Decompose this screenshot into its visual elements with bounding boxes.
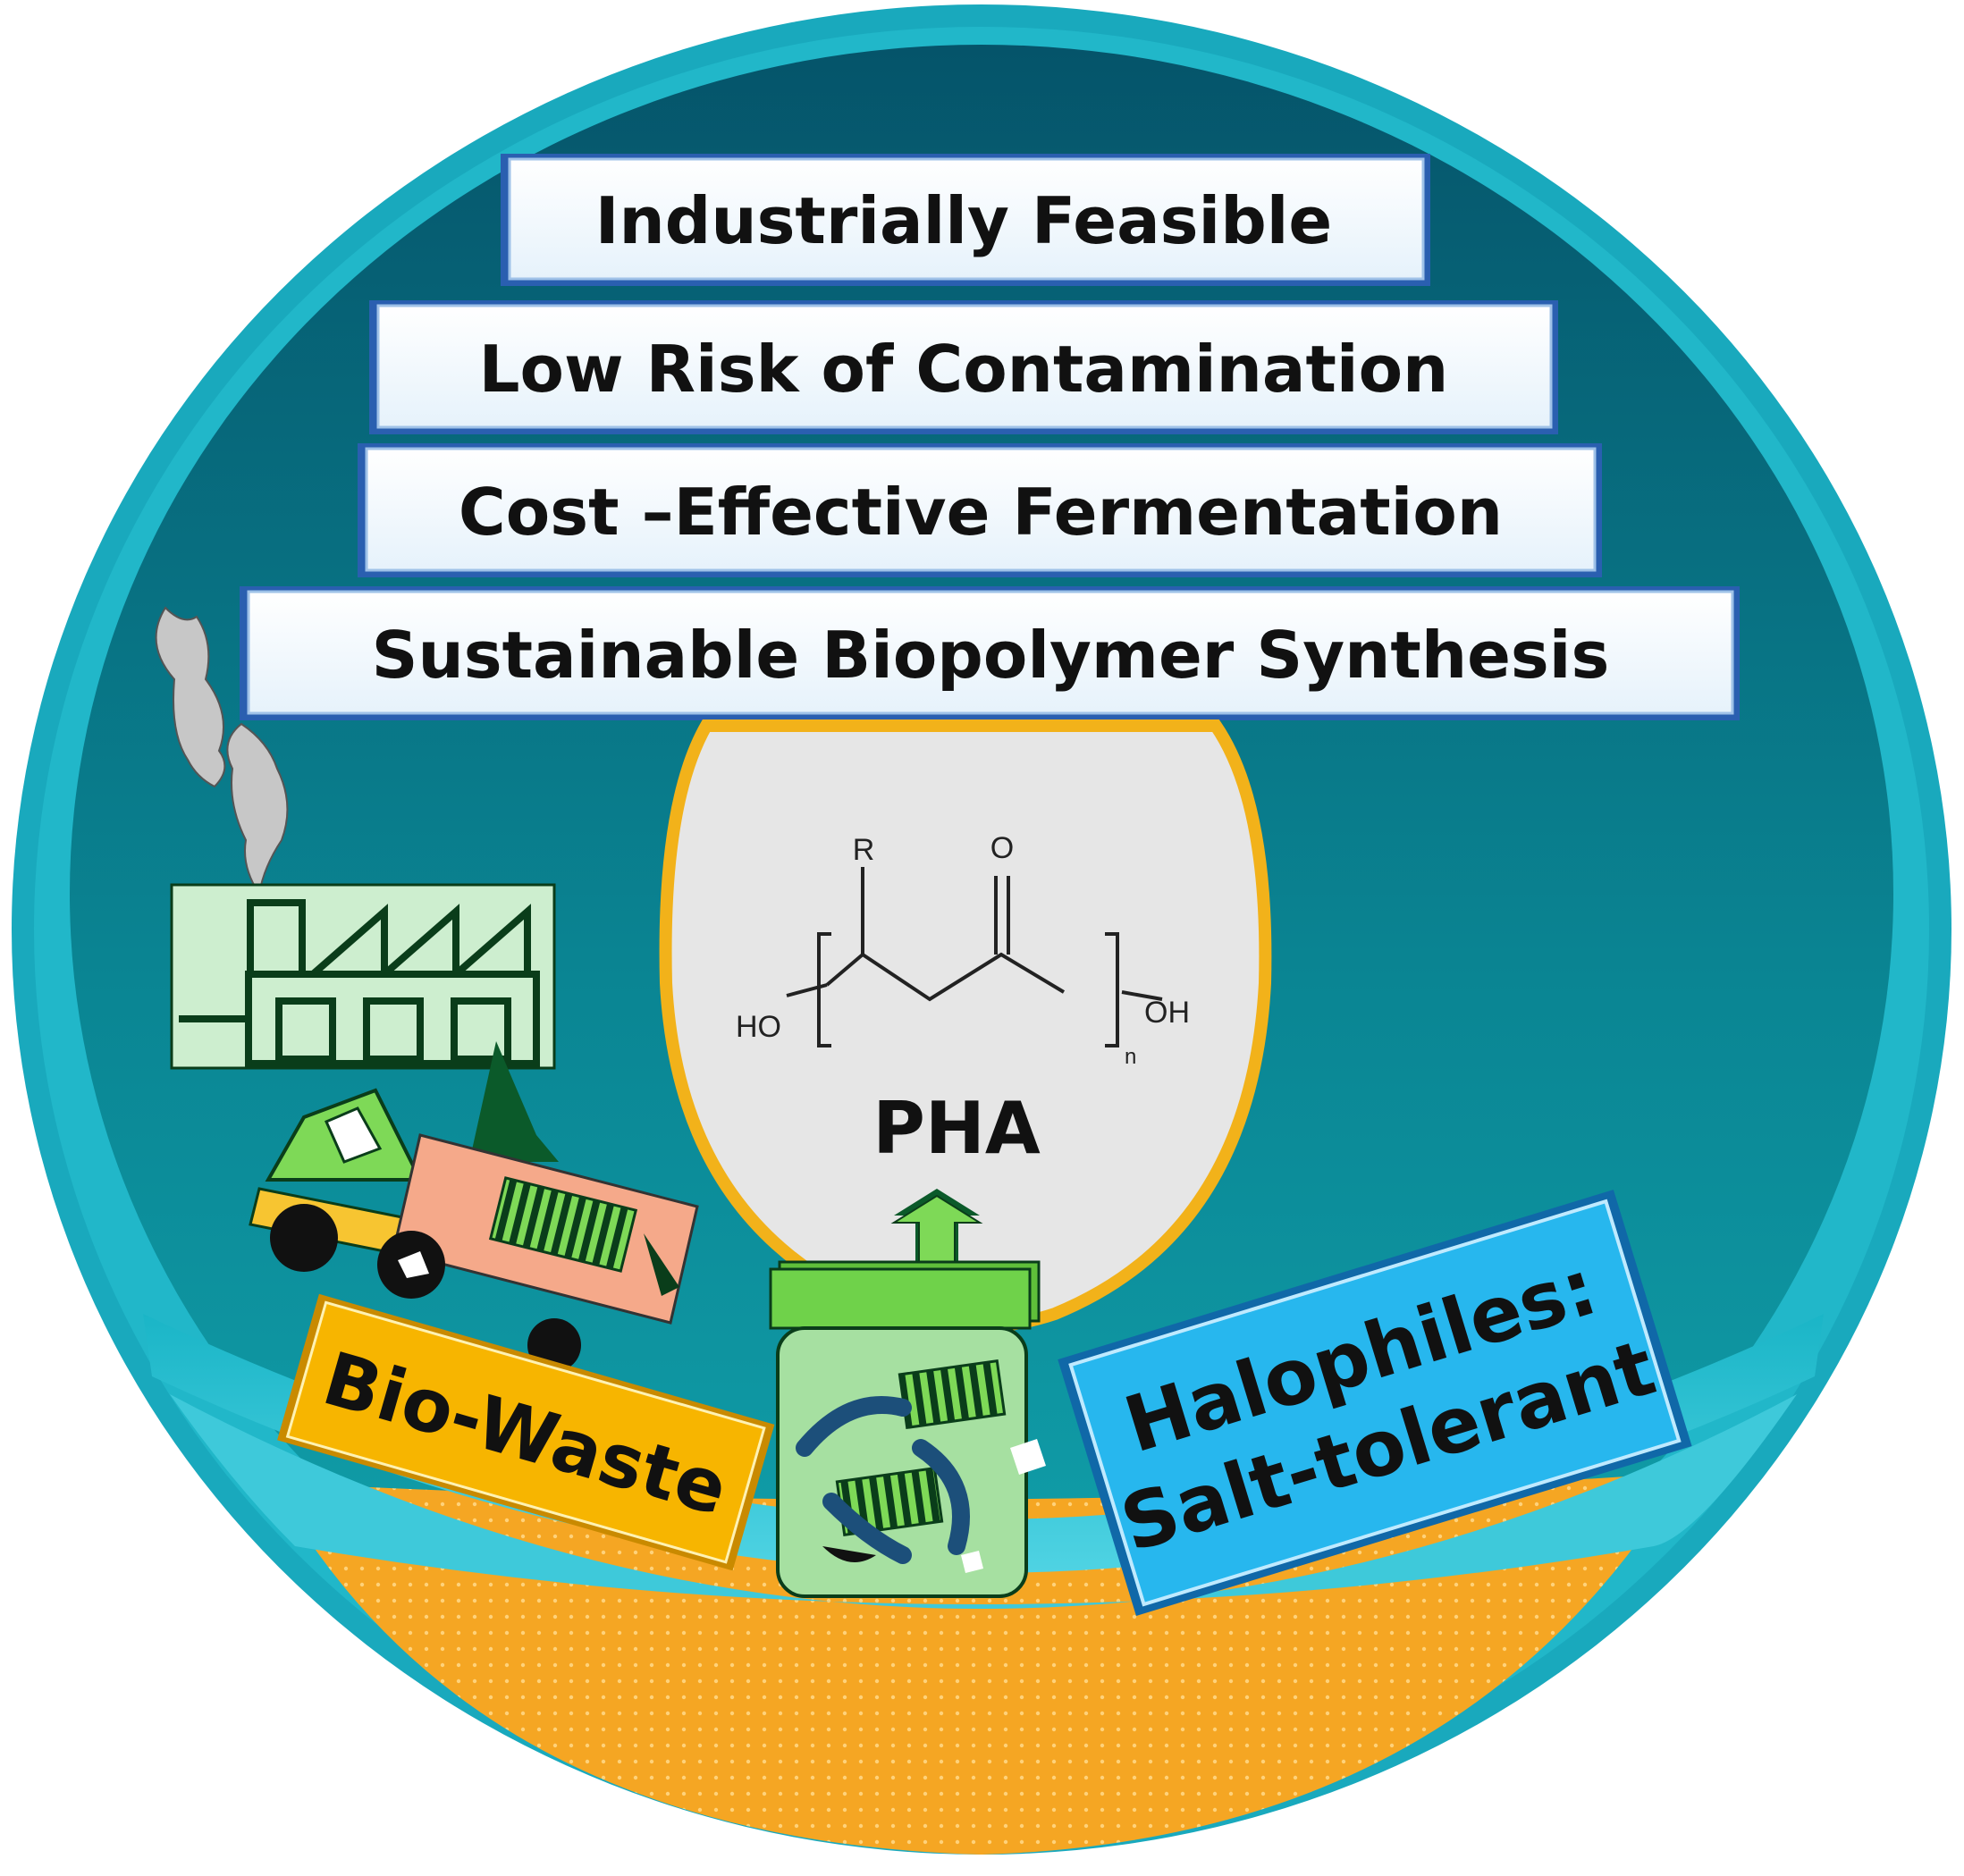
chem-repeat-n: n <box>1125 1045 1136 1069</box>
oh-bond <box>1121 990 1163 1001</box>
benefit-plate-4: Sustainable Biopolymer Synthesis <box>240 586 1740 720</box>
benefit-plate-1: Industrially Feasible <box>501 154 1430 286</box>
chem-right-end-oh: OH <box>1144 996 1190 1030</box>
pha-label: PHA <box>872 1087 1041 1170</box>
carbonyl-double-bond <box>994 876 1010 955</box>
chem-left-end-ho: HO <box>736 1010 781 1044</box>
bacteria-cells <box>796 1359 1046 1573</box>
chem-substituent-r: R <box>853 833 875 867</box>
benefit-stack: Industrially Feasible Low Risk of Contam… <box>240 154 1740 720</box>
benefit-cost-effective-fermentation: Cost –Effective Fermentation <box>459 475 1503 550</box>
right-bracket <box>1105 932 1119 1047</box>
up-arrow <box>890 1189 983 1279</box>
truck-icon <box>249 1041 699 1372</box>
left-bracket <box>817 932 831 1047</box>
benefit-industrially-feasible: Industrially Feasible <box>595 183 1333 258</box>
backbone-bonds <box>825 952 1066 1002</box>
bioreactor-jar <box>769 1260 1046 1598</box>
benefit-low-risk-contamination: Low Risk of Contamination <box>479 332 1449 407</box>
benefit-plate-3: Cost –Effective Fermentation <box>358 443 1602 577</box>
factory-icon <box>155 606 556 1070</box>
chem-carbonyl-o: O <box>990 831 1014 865</box>
benefit-sustainable-biopolymer-synthesis: Sustainable Biopolymer Synthesis <box>372 618 1610 693</box>
pha-structure <box>786 867 1163 1047</box>
benefit-plate-2: Low Risk of Contamination <box>369 300 1558 434</box>
